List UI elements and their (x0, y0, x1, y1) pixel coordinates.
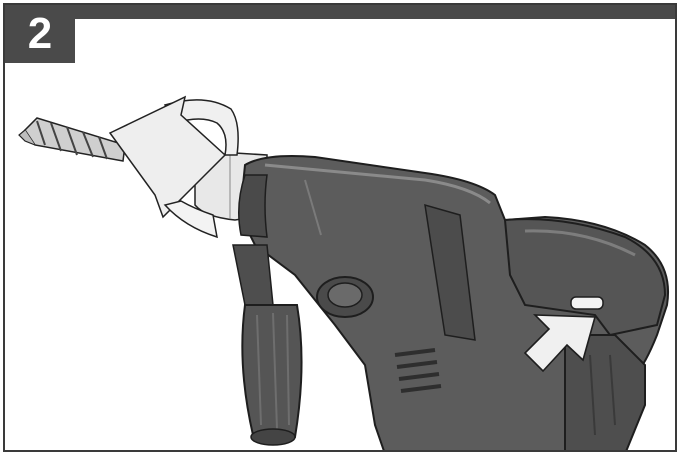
rotary-hammer-illustration (5, 5, 677, 452)
side-handle (233, 245, 302, 445)
step-frame: 2 (3, 3, 677, 452)
release-button (571, 297, 603, 309)
drill-bit-icon (19, 118, 125, 161)
